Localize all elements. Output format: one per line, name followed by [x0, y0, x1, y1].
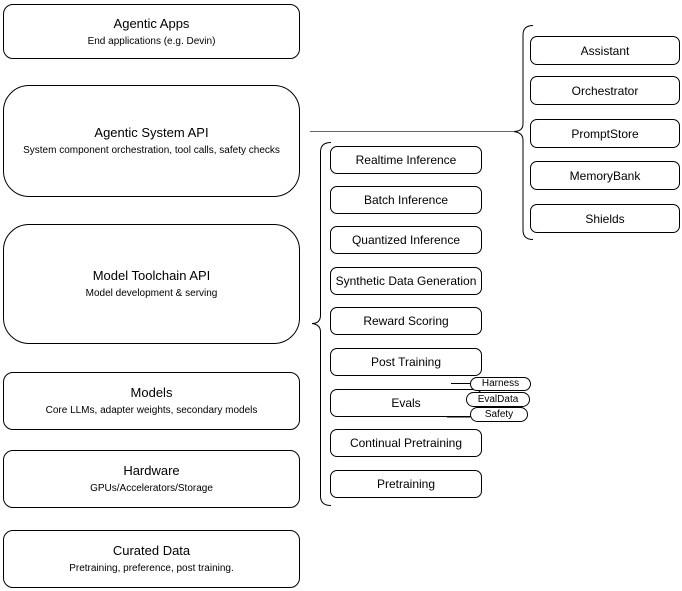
evals-tag-evaldata: EvalData	[466, 392, 530, 407]
node-label: Quantized Inference	[351, 233, 461, 247]
layer-box-hardware: Hardware GPUs/Accelerators/Storage	[3, 450, 300, 508]
layer-subtitle: Pretraining, preference, post training.	[69, 563, 234, 574]
node-label: Evals	[391, 396, 421, 410]
layer-box-curated-data: Curated Data Pretraining, preference, po…	[3, 530, 300, 588]
node-label: Reward Scoring	[363, 314, 449, 328]
toolchain-box-evals: Evals	[330, 389, 482, 417]
evals-tag-harness: Harness	[470, 377, 531, 391]
node-label: Post Training	[370, 355, 442, 369]
toolchain-box-reward-scoring: Reward Scoring	[330, 307, 482, 335]
toolchain-box-post-training: Post Training	[330, 348, 482, 376]
layer-title: Agentic System API	[94, 125, 209, 140]
node-label: Realtime Inference	[355, 153, 457, 167]
node-label: Assistant	[580, 43, 630, 58]
tag-label: EvalData	[477, 393, 519, 405]
node-label: PromptStore	[571, 126, 639, 141]
layer-box-agentic-apps: Agentic Apps End applications (e.g. Devi…	[3, 4, 300, 59]
layer-subtitle: System component orchestration, tool cal…	[23, 145, 280, 156]
layer-title: Model Toolchain API	[92, 268, 211, 283]
toolchain-box-continual-pretraining: Continual Pretraining	[330, 429, 482, 457]
toolchain-box-pretraining: Pretraining	[330, 470, 482, 498]
tag-label: Safety	[484, 408, 514, 420]
layer-subtitle: End applications (e.g. Devin)	[87, 35, 216, 47]
layer-title: Agentic Apps	[113, 15, 190, 31]
toolchain-box-quantized-inference: Quantized Inference	[330, 226, 482, 254]
system-box-memorybank: MemoryBank	[530, 161, 680, 190]
layer-title: Hardware	[123, 463, 180, 478]
layer-title: Curated Data	[112, 543, 191, 558]
toolchain-box-synthetic-data-generation: Synthetic Data Generation	[330, 267, 482, 295]
toolchain-box-realtime-inference: Realtime Inference	[330, 146, 482, 174]
system-box-orchestrator: Orchestrator	[530, 76, 680, 105]
layer-box-agentic-system-api: Agentic System API System component orch…	[3, 85, 300, 197]
layer-subtitle: GPUs/Accelerators/Storage	[90, 483, 213, 494]
node-label: Pretraining	[376, 477, 436, 491]
layer-subtitle: Core LLMs, adapter weights, secondary mo…	[45, 405, 258, 416]
evals-tag-safety: Safety	[470, 407, 528, 422]
layer-subtitle: Model development & serving	[85, 288, 218, 299]
system-box-shields: Shields	[530, 204, 680, 233]
toolchain-box-batch-inference: Batch Inference	[330, 186, 482, 214]
node-label: Continual Pretraining	[349, 436, 463, 450]
toolchain-group-bracket	[311, 142, 332, 506]
node-label: MemoryBank	[569, 168, 641, 183]
layer-box-models: Models Core LLMs, adapter weights, secon…	[3, 372, 300, 430]
tag-label: Harness	[481, 378, 520, 389]
layer-title: Models	[130, 385, 173, 400]
node-label: Batch Inference	[363, 193, 449, 207]
node-label: Orchestrator	[571, 83, 639, 98]
system-box-promptstore: PromptStore	[530, 119, 680, 148]
node-label: Synthetic Data Generation	[335, 274, 477, 288]
node-label: Shields	[585, 211, 625, 226]
system-box-assistant: Assistant	[530, 36, 680, 65]
layer-box-model-toolchain-api: Model Toolchain API Model development & …	[3, 224, 300, 344]
